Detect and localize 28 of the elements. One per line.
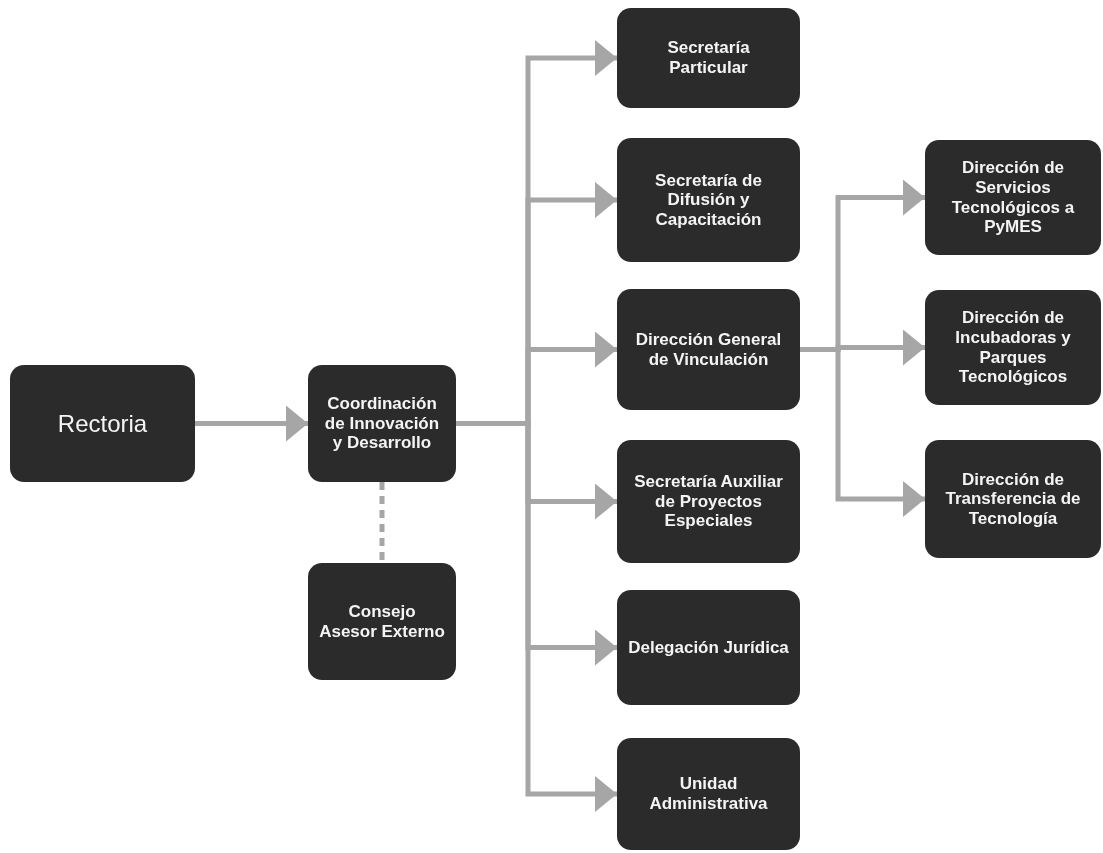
arrow	[800, 347, 925, 517]
box-label: Unidad Administrativa	[648, 774, 769, 814]
box-label: Coordinación de Innovación y Desarrollo	[323, 394, 441, 453]
box-label: Rectoria	[57, 409, 148, 438]
box-label: Secretaría Auxiliar de Proyectos Especiales	[633, 472, 784, 531]
arrow	[456, 421, 617, 812]
org-box	[925, 290, 1101, 405]
box-label: Secretaría de Difusión y Capacitación	[654, 170, 763, 230]
box-label: Secretaría Particular	[666, 38, 751, 78]
org-box	[308, 365, 456, 482]
org-box	[308, 563, 456, 680]
box-label: Dirección de Servicios Tecnológicos a PyMES	[950, 158, 1076, 237]
box-label: Consejo Asesor Externo	[318, 601, 446, 642]
box-label: Dirección General de Vinculación	[634, 329, 783, 370]
org-box	[617, 738, 800, 850]
org-box	[925, 140, 1101, 255]
box-label: Dirección de Incubadoras y Parques Tecnológicos	[954, 308, 1072, 387]
org-box	[925, 440, 1101, 558]
dashed-connector	[379, 482, 385, 563]
org-box	[617, 8, 800, 108]
box-label: Delegación Jurídica	[628, 637, 789, 658]
org-box	[617, 440, 800, 563]
org-box	[617, 289, 800, 410]
box-label: Dirección de Transferencia de Tecnología	[944, 469, 1082, 529]
org-box	[10, 365, 195, 482]
org-box	[617, 590, 800, 705]
org-box	[617, 138, 800, 262]
arrow	[195, 405, 308, 442]
